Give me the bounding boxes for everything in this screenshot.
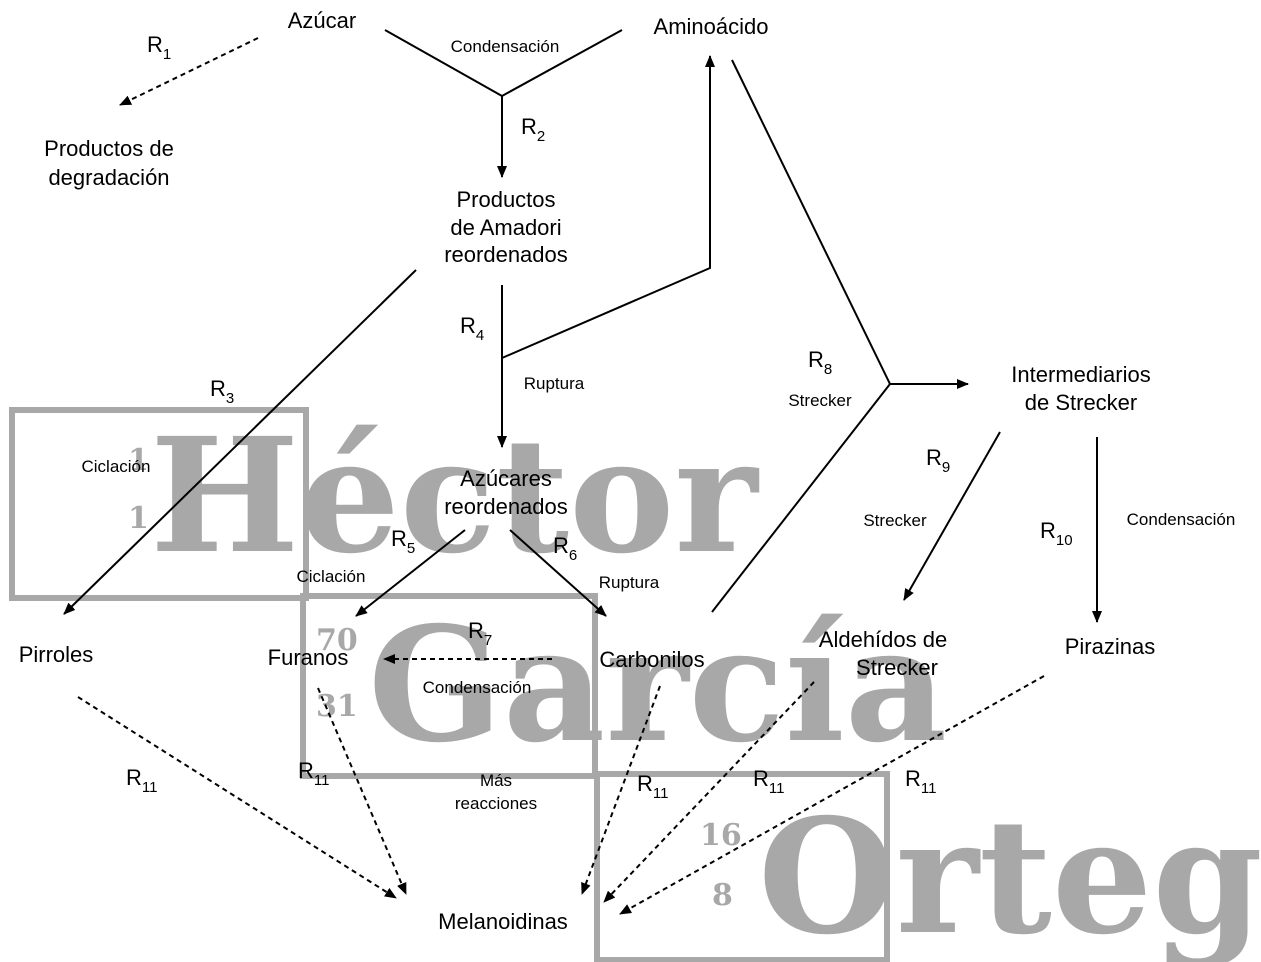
edge-azucar-join xyxy=(384,29,503,97)
edge-r11-aldehidos xyxy=(603,681,815,903)
node-intermediarios-strecker-line1: Intermediarios xyxy=(1011,362,1150,387)
label-r4: R4 xyxy=(460,313,484,344)
edge-r11-pirazinas xyxy=(619,675,1045,915)
node-azucares-reordenados-line2: reordenados xyxy=(444,494,568,519)
label-mas-reacciones-line2: reacciones xyxy=(455,794,537,813)
label-ciclacion-r3: Ciclación xyxy=(82,457,151,476)
label-strecker-r9: Strecker xyxy=(863,511,927,530)
node-aldehidos-strecker-line2: Strecker xyxy=(856,655,938,680)
label-condensacion-r7: Condensación xyxy=(423,678,532,697)
label-ruptura-r4: Ruptura xyxy=(524,374,585,393)
label-strecker-r8: Strecker xyxy=(788,391,852,410)
edge-r11-furanos xyxy=(317,687,407,895)
watermark-sup-3: 16 xyxy=(700,818,742,853)
node-productos-degradacion-line2: degradación xyxy=(48,165,169,190)
reaction-labels: R1 R2 R3 R4 R5 R6 R7 R8 R9 R10 R11 R11 R… xyxy=(126,32,1073,802)
watermark-word-2: García xyxy=(368,593,947,778)
node-aldehidos-strecker-line1: Aldehídos de xyxy=(819,627,947,652)
node-aminoacido: Aminoácido xyxy=(654,14,769,39)
label-ciclacion-r5: Ciclación xyxy=(297,567,366,586)
watermark-word-3: Ortega xyxy=(758,785,1261,962)
edges xyxy=(63,29,1102,915)
edge-labels: Condensación Ruptura Ciclación Ciclación… xyxy=(82,37,1236,813)
label-mas-reacciones-line1: Más xyxy=(480,771,512,790)
edge-ruptura-to-aminoacido xyxy=(501,55,715,359)
edge-r9 xyxy=(903,431,1001,601)
label-r11-carbonilos: R11 xyxy=(637,771,668,802)
edge-carbonilos-strecker xyxy=(711,383,891,613)
label-condensacion-top: Condensación xyxy=(451,37,560,56)
node-intermediarios-strecker-line2: de Strecker xyxy=(1025,390,1138,415)
label-r3: R3 xyxy=(210,376,234,407)
nodes: Azúcar Aminoácido Productos de degradaci… xyxy=(19,8,1156,934)
label-r10: R10 xyxy=(1040,518,1073,549)
watermark-sup-1: 1 xyxy=(128,443,149,478)
label-r9: R9 xyxy=(926,445,950,476)
node-pirroles: Pirroles xyxy=(19,642,94,667)
edge-r1 xyxy=(119,37,259,106)
label-r5: R5 xyxy=(391,526,415,557)
edge-r5 xyxy=(355,529,466,617)
watermark-box-1 xyxy=(9,407,309,601)
label-r11-furanos: R11 xyxy=(298,758,329,789)
node-pirazinas: Pirazinas xyxy=(1065,634,1155,659)
edge-aminoacido-strecker xyxy=(731,59,891,385)
label-r7: R7 xyxy=(468,618,492,649)
node-azucar: Azúcar xyxy=(288,8,356,33)
node-productos-degradacion-line1: Productos de xyxy=(44,136,174,161)
node-amadori-line3: reordenados xyxy=(444,242,568,267)
label-r6: R6 xyxy=(553,533,577,564)
edge-r3 xyxy=(63,269,417,615)
label-r11-pirazinas: R11 xyxy=(905,766,936,797)
label-r2: R2 xyxy=(521,114,545,145)
node-azucares-reordenados-line1: Azúcares xyxy=(460,466,552,491)
edge-r11-carbonilos xyxy=(581,685,661,895)
node-amadori-line1: Productos xyxy=(456,187,555,212)
watermark: 1 1 Héctor 70 31 García 16 8 Ortega xyxy=(9,404,1261,962)
label-r8: R8 xyxy=(808,347,832,378)
node-carbonilos: Carbonilos xyxy=(599,647,704,672)
watermark-sub-1: 1 xyxy=(128,501,149,536)
watermark-sub-2: 31 xyxy=(316,689,358,724)
label-r11-aldehidos: R11 xyxy=(753,766,784,797)
watermark-box-3 xyxy=(594,771,890,962)
label-ruptura-r6: Ruptura xyxy=(599,573,660,592)
node-melanoidinas: Melanoidinas xyxy=(438,909,568,934)
label-r1: R1 xyxy=(147,32,171,63)
label-r11-pirroles: R11 xyxy=(126,765,157,796)
watermark-sub-3: 8 xyxy=(712,878,733,913)
label-condensacion-r10: Condensación xyxy=(1127,510,1236,529)
node-furanos: Furanos xyxy=(268,645,349,670)
watermark-box-2 xyxy=(300,593,598,779)
edge-r6 xyxy=(509,529,607,617)
edge-aminoacido-join xyxy=(501,29,623,97)
node-amadori-line2: de Amadori xyxy=(450,215,561,240)
watermark-word-1: Héctor xyxy=(150,404,759,589)
watermark-sup-2: 70 xyxy=(316,623,358,658)
edge-r11-pirroles xyxy=(77,696,397,899)
